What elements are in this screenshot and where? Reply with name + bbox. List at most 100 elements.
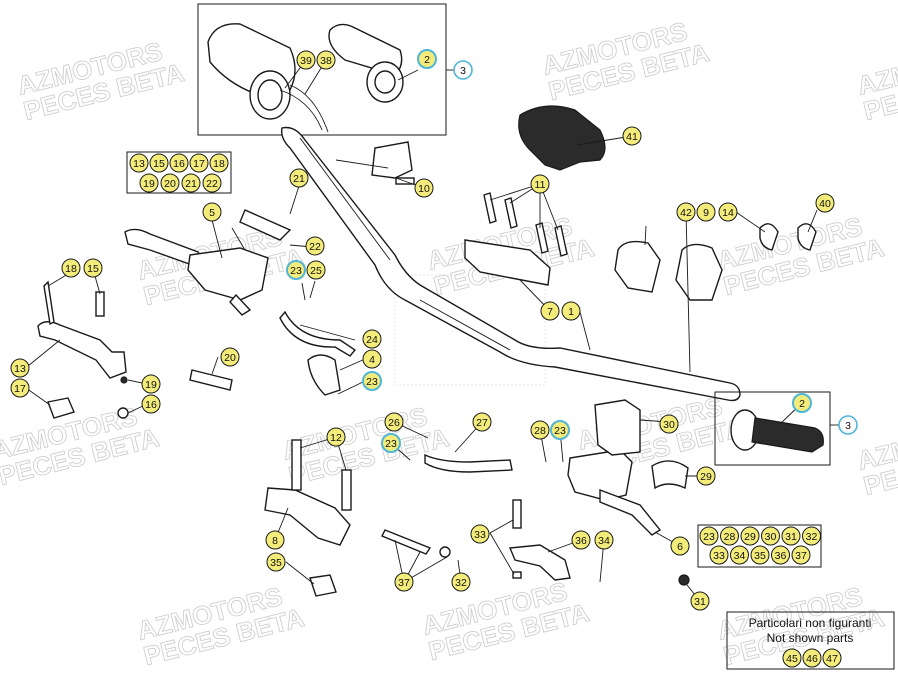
- kit-left-callout-21-circle: [181, 173, 201, 193]
- clip-40: [797, 223, 817, 251]
- kit-right-callout-30: 30: [761, 526, 780, 546]
- callout-2-right-circle: [792, 393, 812, 413]
- callout-16: 16: [141, 394, 161, 414]
- kit-right-callout-33-label: 33: [713, 550, 725, 562]
- callout-4-circle: [362, 349, 382, 369]
- not-shown-parts-box: Particolari non figuranti Not shown part…: [726, 611, 895, 670]
- kit-right-callout-33-circle: [709, 545, 729, 565]
- kit-box-right: [697, 524, 822, 568]
- callout-16-label: 16: [145, 399, 157, 411]
- callout-7: 7: [540, 301, 560, 321]
- bracket-17: [47, 397, 75, 419]
- callout-42-label: 42: [680, 207, 692, 219]
- bar-pad-41: [518, 105, 606, 171]
- callout-8: 8: [265, 530, 285, 550]
- callout-19-label: 19: [145, 379, 157, 391]
- kit-left-callout-19-label: 19: [143, 178, 155, 190]
- screw-18: [43, 280, 55, 326]
- note-callout-47-label: 47: [826, 653, 838, 665]
- brand-ghost-mark: [394, 274, 546, 386]
- kit-left-callout-17-label: 17: [193, 158, 205, 170]
- grip-right: [730, 409, 824, 453]
- callout-16-circle: [141, 394, 161, 414]
- callout-40-circle: [815, 193, 835, 213]
- callout-6: 6: [670, 536, 690, 556]
- callout-34-label: 34: [598, 535, 610, 547]
- callout-37-label: 37: [398, 577, 410, 589]
- callout-9: 9: [696, 202, 716, 222]
- callout-28: 28: [530, 420, 550, 440]
- hose-27: [424, 453, 513, 473]
- kit-left-callout-20: 20: [160, 173, 180, 193]
- callout-23-a-label: 23: [290, 265, 302, 277]
- kit-right-callout-23-circle: [699, 526, 719, 546]
- clutch-lever-assy-5: [124, 209, 292, 316]
- kit-left-callout-13: 13: [129, 153, 149, 173]
- callout-23-c-circle: [550, 420, 570, 440]
- callout-7-label: 7: [547, 306, 553, 318]
- kit-left-callout-22-circle: [202, 173, 222, 193]
- callout-28-circle: [530, 420, 550, 440]
- callout-34: 34: [594, 530, 614, 550]
- callout-31: 31: [690, 591, 710, 611]
- kit-right-callout-36: 36: [771, 545, 790, 565]
- callout-35-label: 35: [270, 557, 282, 569]
- callout-26: 26: [384, 412, 404, 432]
- callout-23-a-circle: [286, 260, 306, 280]
- kit-right-callout-36-label: 36: [775, 550, 787, 562]
- callout-3-top-label: 3: [460, 65, 466, 77]
- callout-8-circle: [265, 530, 285, 550]
- callout-11-circle: [530, 174, 550, 194]
- kit-right-callout-32-label: 32: [806, 531, 818, 543]
- callout-30: 30: [659, 414, 679, 434]
- callout-5: 5: [202, 202, 222, 222]
- nut-31: [678, 574, 690, 586]
- kit-left-callout-19-circle: [139, 173, 159, 193]
- callout-27: 27: [472, 412, 492, 432]
- callout-36-circle: [571, 530, 591, 550]
- kit-right-callout-30-circle: [761, 526, 780, 546]
- callout-11-label: 11: [535, 179, 546, 191]
- callout-17-label: 17: [14, 383, 26, 395]
- callout-22-label: 22: [309, 241, 321, 253]
- callout-25-circle: [306, 260, 326, 280]
- callout-18: 18: [61, 258, 81, 278]
- callout-17: 17: [10, 378, 30, 398]
- callout-21: 21: [289, 168, 309, 188]
- callout-20-label: 20: [224, 352, 236, 364]
- callout-24: 24: [362, 329, 382, 349]
- callout-18-label: 18: [65, 263, 77, 275]
- callout-23-b: 23: [362, 371, 382, 391]
- callout-2-right: 2: [792, 393, 812, 413]
- callout-40-label: 40: [819, 198, 831, 210]
- throttle-inset-frame: [197, 3, 447, 136]
- callout-2-top-circle: [417, 49, 437, 69]
- kit-right-callout-29-label: 29: [744, 531, 756, 543]
- kit-right-callout-35-circle: [750, 545, 770, 565]
- callout-30-label: 30: [663, 419, 675, 431]
- callout-15: 15: [83, 258, 103, 278]
- kit-left-callout-22: 22: [202, 173, 222, 193]
- callout-29-circle: [696, 466, 716, 486]
- callout-42: 42: [676, 202, 696, 222]
- kit-right-callout-32: 32: [802, 526, 821, 546]
- reservoir-30: [594, 399, 641, 456]
- callout-14-circle: [718, 202, 738, 222]
- callout-29-label: 29: [700, 471, 712, 483]
- callout-13-circle: [10, 358, 30, 378]
- kit-left-callout-20-circle: [160, 173, 180, 193]
- part-20: [189, 369, 233, 391]
- note-callout-45-circle: [782, 648, 802, 668]
- callout-5-circle: [202, 202, 222, 222]
- clip-14: [759, 223, 779, 251]
- kit-right-callout-34-circle: [730, 545, 749, 565]
- kit-left-callout-13-circle: [129, 153, 149, 173]
- callout-2-right-label: 2: [799, 398, 805, 410]
- callout-23-c: 23: [550, 420, 570, 440]
- callout-26-label: 26: [388, 417, 400, 429]
- lever-13: [37, 321, 127, 379]
- callout-38: 38: [316, 50, 336, 70]
- callout-15-circle: [83, 258, 103, 278]
